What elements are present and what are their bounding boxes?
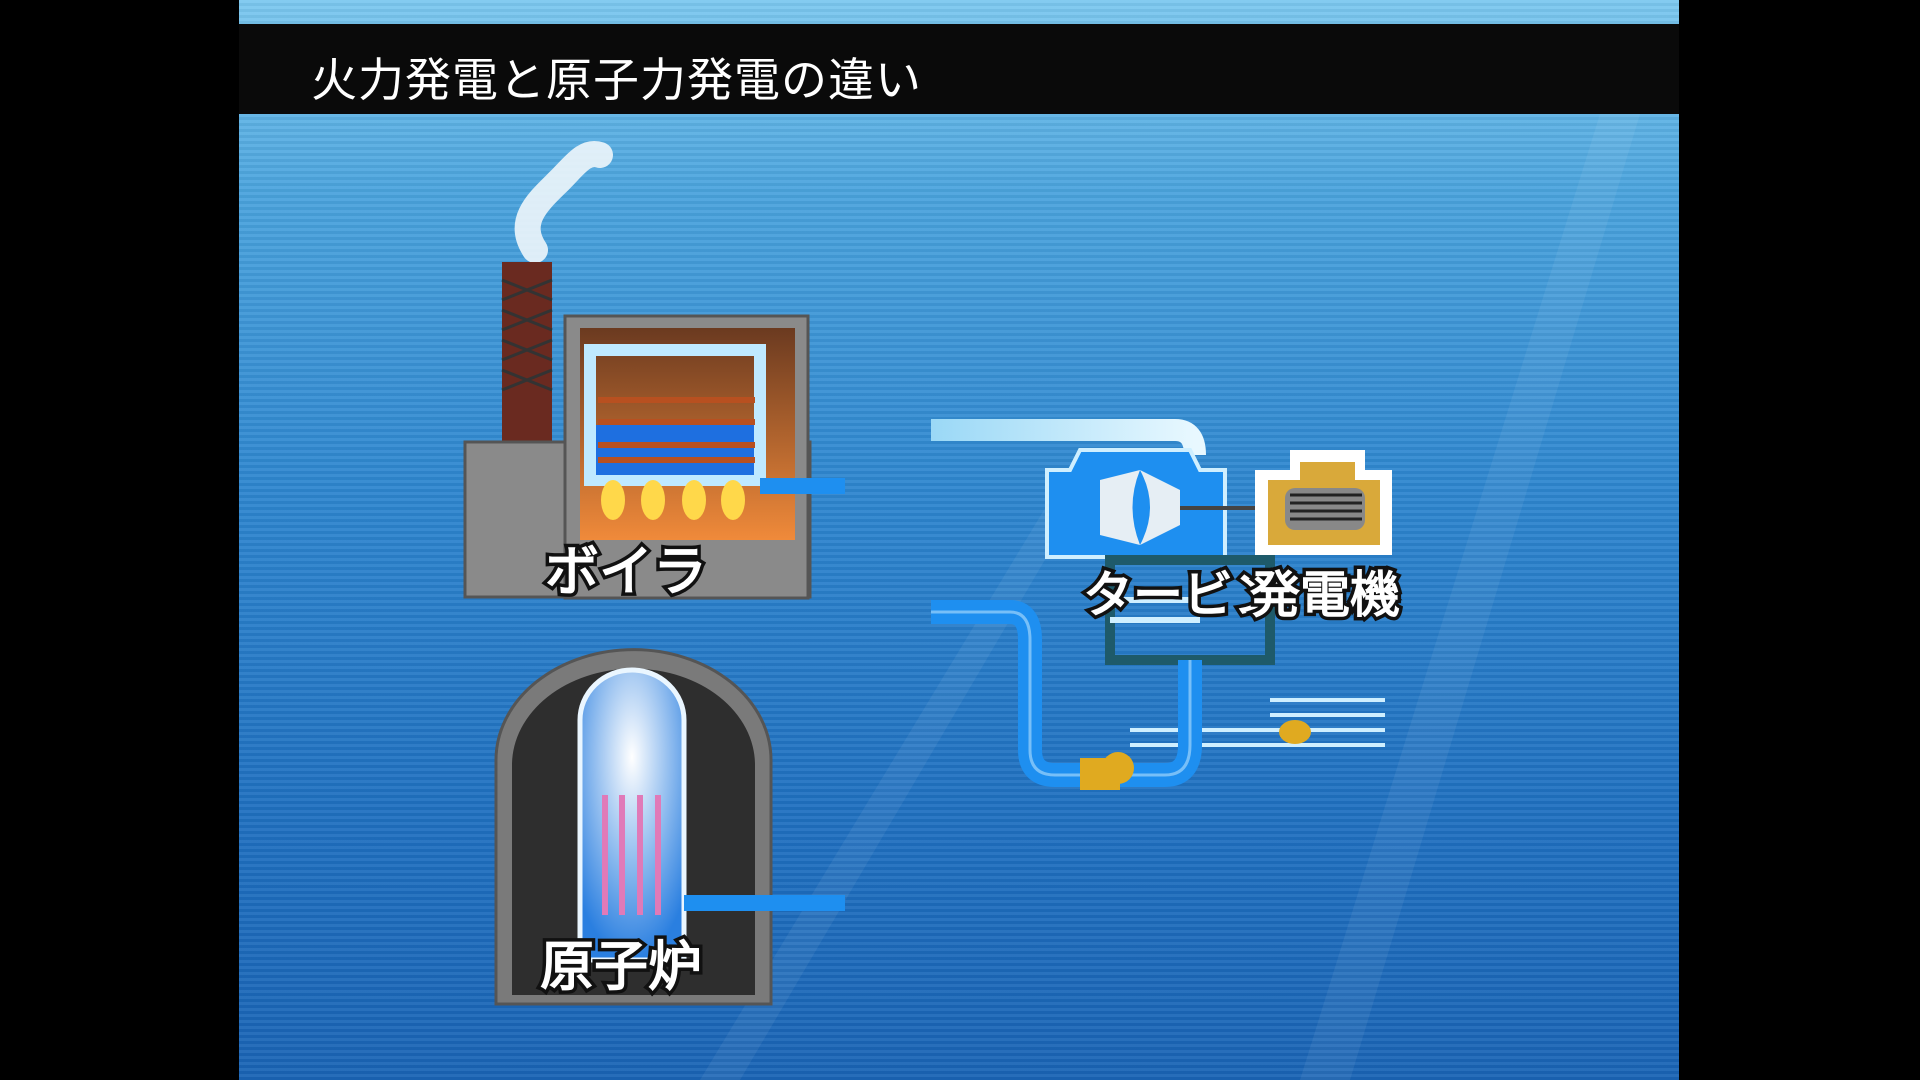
feed-pump-icon — [1080, 752, 1134, 790]
pump-icon — [1279, 720, 1311, 744]
flame-icons — [601, 480, 745, 520]
power-plant-diagram: ボイラ 原子炉 タービン — [463, 114, 1640, 1080]
generator — [1255, 450, 1392, 555]
reactor-building — [494, 648, 845, 1006]
turbine-label: タービン — [1083, 566, 1283, 624]
steam-pipe — [931, 419, 1206, 456]
chimney-icon — [502, 262, 552, 442]
boiler-label: ボイラ — [545, 540, 707, 603]
slide: 火力発電と原子力発電の違い ボイ — [239, 0, 1679, 1080]
boiler-plant — [463, 141, 845, 600]
reactor-label: 原子炉 — [540, 935, 702, 998]
smoke-icon — [514, 141, 613, 263]
generator-label: 発電機 — [1250, 566, 1400, 624]
title-bar: 火力発電と原子力発電の違い — [239, 24, 1679, 114]
slide-title: 火力発電と原子力発電の違い — [311, 53, 922, 107]
